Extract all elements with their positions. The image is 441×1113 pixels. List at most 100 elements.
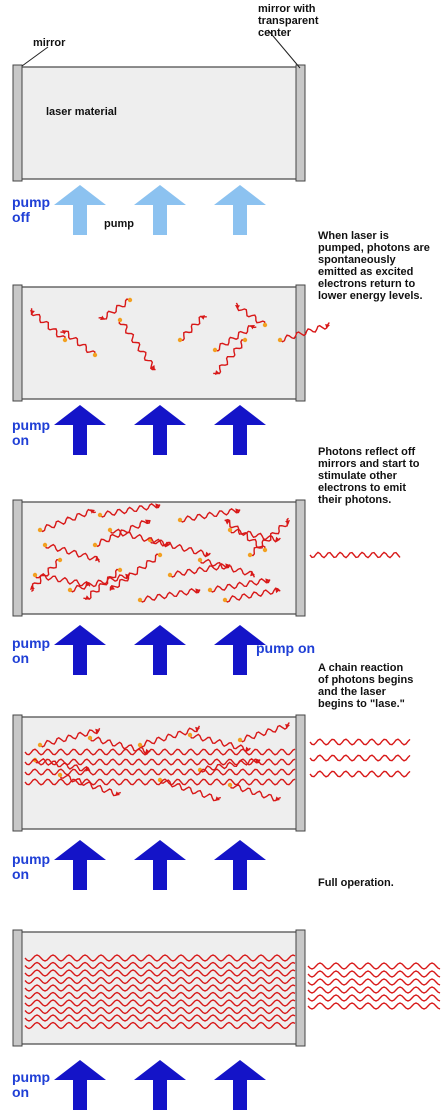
mirror-leader-line	[21, 46, 49, 67]
pump-state-label-3: pump on	[12, 635, 51, 666]
pump-arrow-on-4-3	[214, 840, 266, 890]
photon-p4-6-electron	[57, 772, 63, 778]
photon-p3-10	[139, 588, 201, 603]
right-mirror-5	[295, 929, 306, 1047]
mirror-transparent-leader-line	[267, 29, 301, 69]
photon-p3-14-head	[165, 541, 170, 547]
photon-p4-2-electron	[87, 735, 93, 741]
photon-p3-8-electron	[227, 527, 233, 533]
photon-p2-8	[98, 298, 131, 320]
photon-p3-20-head	[110, 585, 115, 590]
laser-material-label: laser material	[46, 106, 117, 118]
caption-3: Photons reflect off mirrors and start to…	[318, 446, 420, 506]
photon-p3-4	[83, 568, 121, 600]
pump-arrow-on-3-1	[54, 625, 106, 675]
photon-p3-2-electron	[57, 557, 63, 563]
beam-p4-out-3	[309, 770, 411, 778]
photon-p4-5	[239, 722, 290, 743]
laser-tube-2	[19, 286, 301, 400]
photon-p3-6-head	[235, 508, 240, 514]
photon-p3-13-electron	[42, 542, 48, 548]
photon-p3-16	[224, 587, 281, 603]
beam-p4-out-1	[309, 738, 411, 746]
photon-p4-4-head	[245, 746, 250, 752]
photon-p3-8-head	[275, 536, 280, 542]
photon-p4-3	[139, 725, 201, 748]
photon-p2-5-head	[250, 325, 255, 330]
beam-p5-out-3	[307, 978, 441, 986]
photon-p3-1-head	[90, 509, 95, 514]
photon-p3-3	[94, 519, 151, 548]
photon-p2-9-head	[325, 324, 330, 329]
right-mirror-3	[295, 499, 306, 617]
photon-p3-4-head	[85, 595, 90, 600]
beam-p5-10	[24, 1021, 296, 1030]
photon-p3-11	[209, 578, 271, 593]
beam-p5-9	[24, 1014, 296, 1022]
laser-tube-5	[19, 931, 301, 1045]
photon-p3-14	[109, 528, 171, 548]
photon-p3-7-head	[250, 571, 255, 577]
photon-p4-3-head	[195, 726, 200, 732]
beam-p4-out-2	[309, 754, 411, 762]
photon-p2-1	[30, 308, 66, 340]
photon-p3-17	[224, 518, 266, 551]
photon-p3-19	[34, 573, 91, 587]
laser-tube-1	[19, 66, 301, 180]
pump-arrow-on-2-3	[214, 405, 266, 455]
beam-p5-1	[24, 954, 296, 962]
beam-p5-out-2	[307, 970, 441, 978]
left-mirror-1	[12, 64, 23, 182]
pump-arrow-off-2	[134, 185, 186, 235]
photon-p4-1-electron	[37, 742, 43, 748]
photon-p2-9	[279, 322, 330, 343]
photon-p2-2-electron	[92, 352, 98, 358]
photon-p3-15-electron	[167, 572, 173, 578]
beam-p5-6	[24, 991, 296, 1000]
photon-p3-2-head	[30, 585, 35, 590]
photon-p2-6-electron	[242, 337, 248, 343]
beam-p5-4	[24, 976, 296, 985]
photon-p4-5-head	[285, 724, 290, 729]
pump-arrow-on-3-2	[134, 625, 186, 675]
photon-p3-9	[69, 572, 131, 593]
photon-p4-3-electron	[137, 742, 143, 748]
photon-p2-3-head	[150, 365, 155, 370]
photon-p2-1-head	[30, 310, 35, 315]
photon-p3-out	[309, 551, 401, 559]
beam-p5-8	[24, 1006, 296, 1015]
beam-p5-out-4	[307, 986, 441, 994]
pump-state-label-5: pump on	[12, 1069, 51, 1100]
photon-p2-4-electron	[177, 337, 183, 343]
beam-p5-7	[24, 999, 296, 1007]
photon-p2-2	[60, 330, 96, 356]
pump-arrow-on-4-1	[54, 840, 106, 890]
pump-arrow-on-5-1	[54, 1060, 106, 1110]
beam-p5-2	[24, 961, 296, 970]
photon-p4-8-electron	[227, 782, 233, 788]
photon-p3-17-electron	[262, 547, 268, 553]
beam-p4-4	[24, 778, 296, 786]
photon-p2-7-head	[235, 305, 240, 310]
photon-p4-9	[34, 758, 91, 772]
photon-p2-2-head	[62, 330, 67, 335]
beam-p4-1	[24, 748, 296, 756]
photon-p2-1-electron	[62, 337, 68, 343]
photon-p2-3-electron	[117, 317, 123, 323]
beam-p4-3	[24, 768, 296, 776]
photon-p3-18-head	[155, 503, 160, 509]
pump-arrow-on-5-3	[214, 1060, 266, 1110]
pump-arrow-on-2-2	[134, 405, 186, 455]
pump-state-label-4: pump on	[12, 851, 51, 882]
pump-arrow-off-3	[214, 185, 266, 235]
left-mirror-3	[12, 499, 23, 617]
pump-state-label-2: pump on	[12, 417, 51, 448]
pump-arrow-on-3-3	[214, 625, 266, 675]
photon-p3-18	[99, 503, 161, 518]
photon-p3-12	[249, 517, 289, 557]
pump-arrow-off-1	[54, 185, 106, 235]
photon-p2-8-electron	[127, 297, 133, 303]
photon-p2-6-head	[215, 370, 220, 375]
pump-arrow-on-4-2	[134, 840, 186, 890]
